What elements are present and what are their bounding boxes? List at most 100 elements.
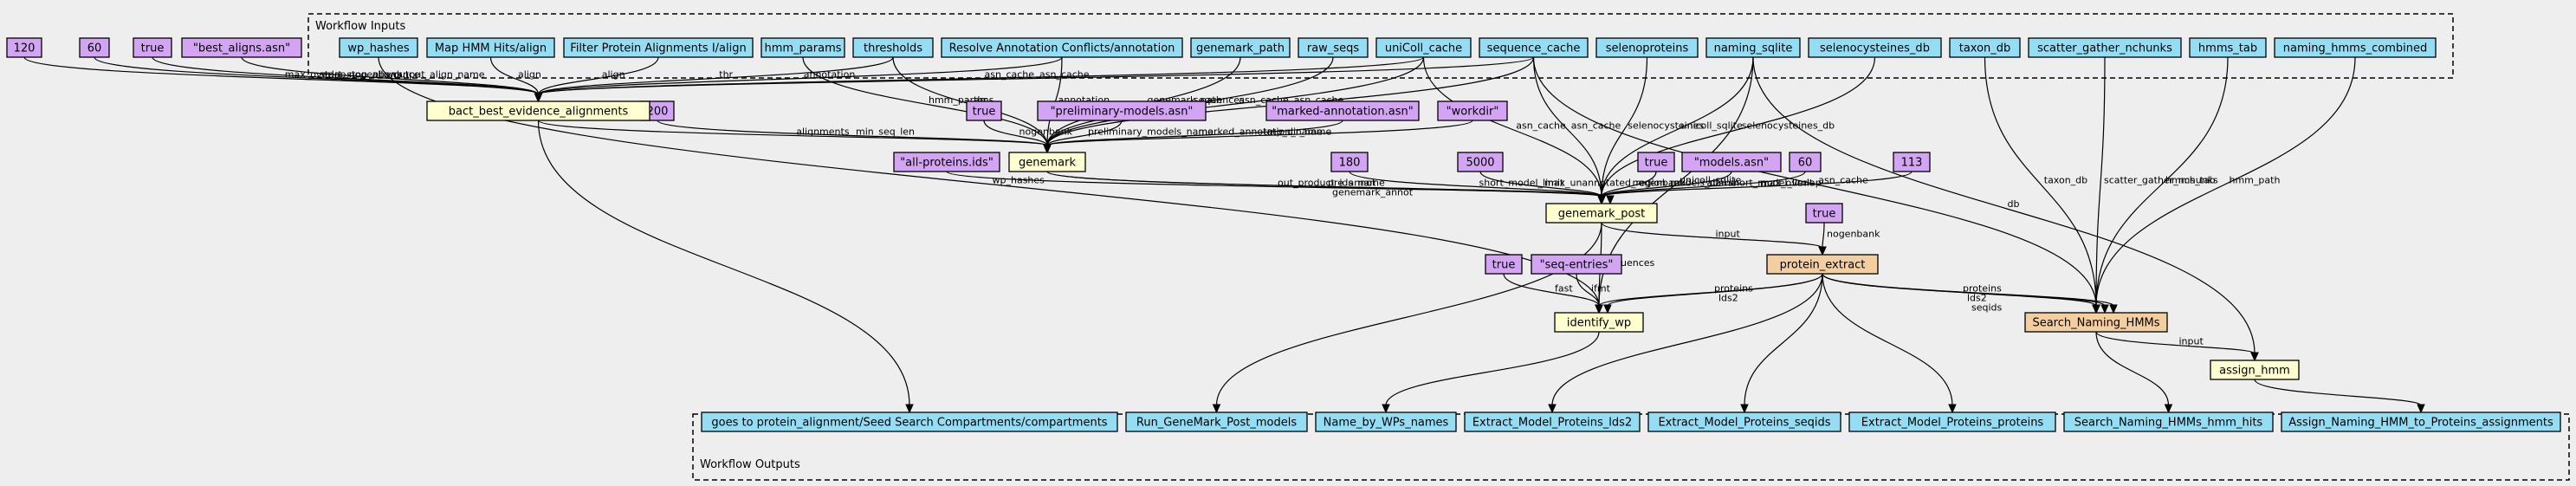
input-node-map-hmm[interactable]: Map HMM Hits/align (426, 37, 555, 58)
input-node-selenocysteines-db[interactable]: selenocysteines_db (1808, 37, 1942, 58)
edge-map-hmm-to-bact: align (489, 56, 543, 103)
edge-protein-extract-to-o6 (1822, 273, 1957, 414)
output-node-label: Assign_Naming_HMM_to_Proteins_assignment… (2288, 417, 2553, 430)
output-node-o2[interactable]: Run_GeneMark_Post_models (1125, 411, 1308, 432)
param-node-p180[interactable]: 180 (1330, 152, 1369, 172)
edge-label: max_overlap (1760, 178, 1822, 189)
edge-ptrue4-to-protein-extract: nogenbank (1818, 222, 1880, 256)
edge-label: thr (719, 69, 733, 81)
step-node-label: identify_wp (1567, 317, 1631, 330)
edge-label: pre_annot (1328, 178, 1376, 189)
param-node-pbest[interactable]: "best_aligns.asn" (181, 37, 302, 58)
step-node-label: genemark_post (1558, 208, 1646, 221)
param-node-label: true (973, 106, 996, 119)
input-node-genemark-path[interactable]: genemark_path (1190, 37, 1291, 58)
param-node-p113[interactable]: 113 (1893, 152, 1931, 172)
param-node-label: 60 (87, 42, 102, 55)
input-node-label: naming_sqlite (1714, 42, 1793, 55)
param-node-pworkdir[interactable]: "workdir" (1437, 100, 1508, 121)
output-node-o3[interactable]: Name_by_WPs_names (1315, 411, 1457, 432)
param-node-pmarked[interactable]: "marked-annotation.asn" (1265, 100, 1420, 121)
edge-label: db (2008, 198, 2020, 210)
param-node-label: true (141, 42, 165, 55)
output-node-label: goes to protein_alignment/Seed Search Co… (711, 417, 1107, 430)
param-node-p60b[interactable]: 60 (1789, 152, 1822, 172)
output-node-o7[interactable]: Search_Naming_HMMs_hmm_hits (2063, 411, 2274, 432)
param-node-ptrue4[interactable]: true (1805, 203, 1843, 224)
input-node-resolve[interactable]: Resolve Annotation Conflicts/annotation (941, 37, 1183, 58)
input-node-label: naming_hmms_combined (2283, 42, 2427, 55)
subworkflow-node-label: Search_Naming_HMMs (2032, 317, 2159, 330)
edge-filter-prot-to-bact: align (534, 56, 659, 103)
edge-label: output_align_name (393, 69, 485, 81)
param-node-label: 120 (14, 42, 36, 55)
param-node-ptrue2[interactable]: true (966, 100, 1002, 121)
input-node-hmms-tab[interactable]: hmms_tab (2189, 37, 2267, 58)
output-node-label: Extract_Model_Proteins_proteins (1861, 417, 2044, 430)
param-node-pmodels[interactable]: "models.asn" (1681, 152, 1782, 172)
input-node-scatter-gather-nchunks[interactable]: scatter_gather_nchunks (2028, 37, 2182, 58)
step-node-genemark-post[interactable]: genemark_post (1545, 203, 1658, 224)
input-node-label: uniColl_cache (1385, 42, 1462, 55)
edge-label: seqids (1971, 302, 2003, 314)
edge-label: fast (1555, 283, 1573, 295)
output-node-o1[interactable]: goes to protein_alignment/Seed Search Co… (701, 411, 1118, 432)
edge-label: selenocysteines (1628, 120, 1704, 132)
input-node-naming-hmms-combined[interactable]: naming_hmms_combined (2274, 37, 2437, 58)
input-node-thresholds[interactable]: thresholds (852, 37, 934, 58)
edge-label: nogenbank (1827, 229, 1880, 240)
edge-search-naming-to-assign-hmm: input (2095, 331, 2259, 362)
edge-p200-to-genemark: min_seq_len (657, 120, 1052, 154)
param-node-ptrue1[interactable]: true (133, 37, 172, 58)
param-node-label: "models.asn" (1694, 157, 1769, 170)
param-node-ptrue3[interactable]: true (1637, 152, 1675, 172)
step-node-label: assign_hmm (2219, 365, 2290, 378)
param-node-p60a[interactable]: 60 (79, 37, 110, 58)
param-node-ptrue5[interactable]: true (1485, 254, 1523, 275)
input-node-sequence-cache[interactable]: sequence_cache (1479, 37, 1589, 58)
param-node-pallprot[interactable]: "all-proteins.ids" (893, 152, 1000, 172)
param-node-pprelim[interactable]: "preliminary-models.asn" (1037, 100, 1207, 121)
param-node-p5000[interactable]: 5000 (1457, 152, 1504, 172)
input-node-filter-prot[interactable]: Filter Protein Alignments I/align (563, 37, 754, 58)
step-node-genemark[interactable]: genemark (1008, 152, 1086, 172)
input-node-wp-hashes[interactable]: wp_hashes (339, 37, 418, 58)
param-node-pseqentries[interactable]: "seq-entries" (1531, 254, 1622, 275)
input-node-label: genemark_path (1196, 42, 1285, 55)
edge-label: scatter_gather_nchunks (2104, 175, 2218, 186)
subworkflow-node-label: protein_extract (1780, 259, 1866, 272)
edge-label: align (518, 69, 541, 81)
step-node-bact[interactable]: bact_best_evidence_alignments (426, 100, 650, 121)
input-node-unicoll-cache[interactable]: uniColl_cache (1375, 37, 1472, 58)
input-node-selenoproteins[interactable]: selenoproteins (1595, 37, 1699, 58)
input-node-taxon-db[interactable]: taxon_db (1949, 37, 2021, 58)
output-node-label: Extract_Model_Proteins_lds2 (1472, 417, 1632, 430)
edge-label: unicoll_sqlite (1680, 175, 1742, 186)
output-node-o5[interactable]: Extract_Model_Proteins_seqids (1647, 411, 1841, 432)
param-node-label: "marked-annotation.asn" (1272, 106, 1413, 119)
step-node-assign-hmm[interactable]: assign_hmm (2210, 360, 2300, 380)
subworkflow-node-protein-extract[interactable]: protein_extract (1766, 254, 1879, 275)
edge-label: nogenbank (1019, 126, 1073, 138)
param-node-label: 180 (1339, 157, 1361, 170)
edge-label: max_unannotated_region (1544, 178, 1666, 189)
param-node-p120[interactable]: 120 (6, 37, 42, 58)
output-node-o4[interactable]: Extract_Model_Proteins_lds2 (1464, 411, 1641, 432)
step-node-identify-wp[interactable]: identify_wp (1554, 312, 1644, 333)
edge-label: start_stop_allowance (320, 69, 420, 81)
subworkflow-node-search-naming[interactable]: Search_Naming_HMMs (2024, 312, 2168, 333)
output-node-o6[interactable]: Extract_Model_Proteins_proteins (1848, 411, 2056, 432)
edge-label: hmm_path (2230, 175, 2281, 186)
edge-ptrue2-to-genemark: nogenbank (983, 120, 1073, 154)
output-node-label: Search_Naming_HMMs_hmm_hits (2074, 417, 2263, 430)
output-node-o8[interactable]: Assign_Naming_HMM_to_Proteins_assignment… (2281, 411, 2561, 432)
edge-protein-extract-to-o4 (1548, 273, 1823, 414)
input-node-naming-sqlite[interactable]: naming_sqlite (1705, 37, 1801, 58)
input-node-raw-seqs[interactable]: raw_seqs (1298, 37, 1369, 58)
param-node-label: 200 (647, 106, 669, 119)
workflow-outputs-title: Workflow Outputs (700, 458, 800, 471)
edge-identify-wp-to-o3 (1382, 331, 1600, 414)
edge-ptrue5-to-identify-wp: fast (1503, 273, 1603, 314)
input-node-hmm-params[interactable]: hmm_params (761, 37, 845, 58)
